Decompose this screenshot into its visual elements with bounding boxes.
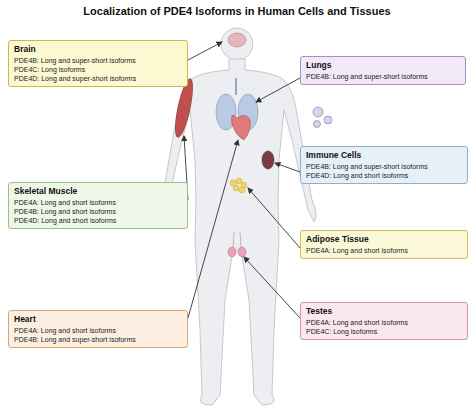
brain-organ <box>228 33 246 47</box>
immune-cell <box>313 107 323 117</box>
tissue-box: Skeletal MusclePDE4A: Long and short iso… <box>8 182 188 229</box>
adipose-organ <box>230 178 247 193</box>
isoform-line: PDE4C: Long isoforms <box>306 327 462 336</box>
diagram-title: Localization of PDE4 Isoforms in Human C… <box>0 5 474 17</box>
tissue-heading: Lungs <box>306 60 460 70</box>
spleen-organ <box>262 151 274 169</box>
isoform-line: PDE4B: Long and super-short isoforms <box>14 335 182 344</box>
head-outline <box>221 28 253 60</box>
tissue-heading: Testes <box>306 306 462 316</box>
isoform-line: PDE4A: Long and short isoforms <box>14 198 182 207</box>
isoform-line: PDE4D: Long and super-short isoforms <box>14 74 182 83</box>
isoform-line: PDE4A: Long and short isoforms <box>14 326 182 335</box>
tissue-box: HeartPDE4A: Long and short isoformsPDE4B… <box>8 310 188 348</box>
tissue-heading: Skeletal Muscle <box>14 186 182 196</box>
heart-organ <box>232 115 251 140</box>
tissue-heading: Adipose Tissue <box>306 234 462 244</box>
isoform-line: PDE4B: Long and super-short isoforms <box>14 56 182 65</box>
isoform-line: PDE4A: Long and short isoforms <box>306 318 462 327</box>
isoform-line: PDE4B: Long and short isoforms <box>14 207 182 216</box>
isoform-line: PDE4B: Long and super-short isoforms <box>306 162 462 171</box>
tissue-box: TestesPDE4A: Long and short isoformsPDE4… <box>300 302 468 340</box>
tissue-box: LungsPDE4B: Long and super-short isoform… <box>300 56 466 85</box>
tissue-heading: Heart <box>14 314 182 324</box>
body-outline <box>158 59 316 405</box>
immune-cell <box>324 116 332 124</box>
testes-organ <box>228 232 246 257</box>
tissue-box: Immune CellsPDE4B: Long and super-short … <box>300 146 468 184</box>
isoform-line: PDE4D: Long and short isoforms <box>306 171 462 180</box>
isoform-line: PDE4D: Long and short isoforms <box>14 216 182 225</box>
trachea <box>235 78 237 95</box>
immune-cell <box>314 121 321 128</box>
tissue-heading: Immune Cells <box>306 150 462 160</box>
tissue-box: BrainPDE4B: Long and super-short isoform… <box>8 40 188 87</box>
isoform-line: PDE4C: Long isoforms <box>14 65 182 74</box>
leader-lines <box>184 42 300 318</box>
isoform-line: PDE4A: Long and short isoforms <box>306 246 462 255</box>
isoform-line: PDE4B: Long and super-short isoforms <box>306 72 460 81</box>
tissue-box: Adipose TissuePDE4A: Long and short isof… <box>300 230 468 259</box>
tissue-heading: Brain <box>14 44 182 54</box>
